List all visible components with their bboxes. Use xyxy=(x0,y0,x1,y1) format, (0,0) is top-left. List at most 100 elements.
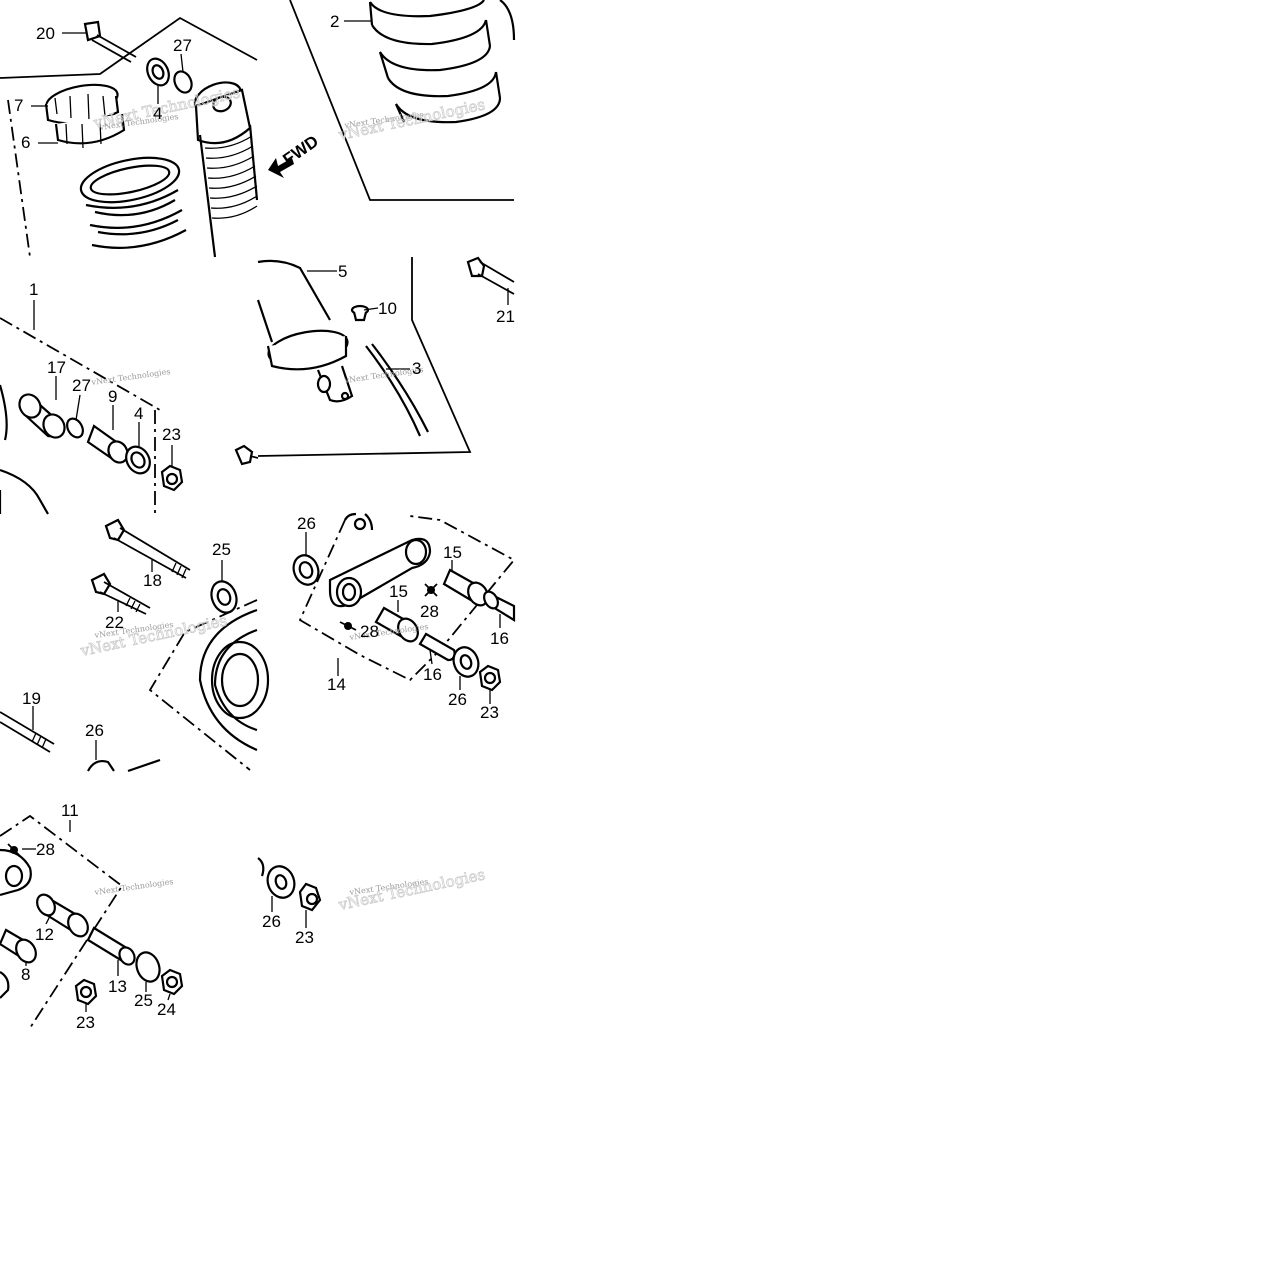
bush-15-left xyxy=(374,606,419,643)
collar-13 xyxy=(86,926,136,966)
callout-label: 16 xyxy=(490,629,509,648)
bearing-26-right xyxy=(452,646,480,678)
callout-label: 18 xyxy=(143,571,162,590)
grease-fitting-28-lower xyxy=(7,843,21,857)
frame-outline-mid xyxy=(257,257,472,457)
callout-labels: 20 27 4 7 6 2 5 10 21 1 17 27 9 4 23 3 1… xyxy=(14,12,515,1032)
callout-label: 14 xyxy=(327,675,346,694)
tile-row2-mid xyxy=(234,256,515,466)
bolt-19 xyxy=(0,711,55,753)
bush-12 xyxy=(36,893,89,938)
callout-label: 26 xyxy=(448,690,467,709)
watermark-text: vNext Technologies xyxy=(90,367,171,387)
watermarks: vNext Technologies vNext Technologies vN… xyxy=(78,83,487,915)
bearing-26-mid xyxy=(87,759,115,772)
callout-label: 13 xyxy=(108,977,127,996)
swingarm-pivot xyxy=(148,599,270,771)
bush-9 xyxy=(86,424,129,464)
callout-label: 22 xyxy=(105,613,124,632)
callout-label: 5 xyxy=(338,262,347,281)
bearing-26-top xyxy=(292,554,320,586)
callout-label: 26 xyxy=(297,514,316,533)
nut-23-far xyxy=(298,882,322,912)
callout-label: 6 xyxy=(21,133,30,152)
forward-label: FWD xyxy=(279,132,322,170)
bearing-25 xyxy=(210,580,238,614)
oring-27-lower xyxy=(66,417,84,439)
collar-16-left xyxy=(418,632,456,662)
watermark-text: vNext Technologies xyxy=(93,877,174,897)
assembly-boundary xyxy=(7,99,31,258)
callout-label: 15 xyxy=(443,543,462,562)
callout-label: 10 xyxy=(378,299,397,318)
callout-label: 25 xyxy=(134,991,153,1010)
callout-label: 19 xyxy=(22,689,41,708)
callout-label: 7 xyxy=(14,96,23,115)
frame-outline xyxy=(0,16,258,79)
callout-label: 21 xyxy=(496,307,515,326)
callout-label: 4 xyxy=(153,104,162,123)
bolt-20 xyxy=(83,20,137,63)
oring-27 xyxy=(173,70,193,94)
grease-fitting-28-left xyxy=(339,621,357,631)
callout-label: 4 xyxy=(134,404,143,423)
tile-row4-mid xyxy=(257,857,322,928)
spring-upper-coil xyxy=(79,156,187,249)
linkage-arm-14 xyxy=(328,537,432,608)
callout-label: 26 xyxy=(85,721,104,740)
shock-absorber-body xyxy=(256,259,354,403)
bolt-lower xyxy=(234,444,259,466)
bolt-10 xyxy=(350,304,370,322)
bolt-21 xyxy=(466,256,515,295)
partial-nut-top xyxy=(344,512,374,531)
callout-label: 9 xyxy=(108,387,117,406)
nut-23-lower xyxy=(74,978,98,1006)
callout-label: 27 xyxy=(173,36,192,55)
bearing-26-lower xyxy=(266,865,296,899)
lock-nut-6 xyxy=(54,113,126,149)
collar-17 xyxy=(18,393,66,439)
grease-fitting-28-right xyxy=(424,583,438,597)
callout-label: 11 xyxy=(61,801,79,820)
tile-top-right xyxy=(289,0,516,201)
tile-row2-left xyxy=(0,300,184,515)
callout-label: 23 xyxy=(162,425,181,444)
callout-label: 27 xyxy=(72,376,91,395)
callout-label: 16 xyxy=(423,665,442,684)
callout-label: 26 xyxy=(262,912,281,931)
boundary-row2 xyxy=(0,317,161,411)
shock-absorber-top xyxy=(193,81,259,258)
callout-label: 23 xyxy=(76,1013,95,1032)
callout-label: 2 xyxy=(330,12,339,31)
callout-label: 1 xyxy=(29,280,38,299)
bolt-18 xyxy=(104,518,191,579)
collar-16-right xyxy=(483,590,516,622)
callout-label: 24 xyxy=(157,1000,176,1019)
tile-row3-left xyxy=(0,518,270,773)
nut-23-right xyxy=(478,664,502,692)
bush-8 xyxy=(0,928,37,964)
callout-label: 3 xyxy=(412,359,421,378)
callout-label: 8 xyxy=(21,965,30,984)
breather-tube-3 xyxy=(365,343,429,437)
nut-24 xyxy=(160,968,184,996)
linkage-boundary xyxy=(298,515,516,682)
bush-15-right xyxy=(442,568,489,607)
tile-row4-left xyxy=(0,814,184,1029)
lock-nut-7 xyxy=(44,83,120,125)
callout-label: 15 xyxy=(389,582,408,601)
callout-label: 23 xyxy=(480,703,499,722)
callout-label: 28 xyxy=(36,840,55,859)
nut-23 xyxy=(160,464,184,492)
callout-label: 25 xyxy=(212,540,231,559)
callout-label: 20 xyxy=(36,24,55,43)
callout-label: 23 xyxy=(295,928,314,947)
callout-label: 17 xyxy=(47,358,66,377)
forward-arrow-icon: FWD xyxy=(268,132,322,178)
callout-label: 28 xyxy=(360,622,379,641)
bolt-22 xyxy=(90,572,151,615)
cushion-arm-11 xyxy=(0,848,32,897)
tile-top-left: FWD xyxy=(0,16,322,258)
frame-outline-right xyxy=(289,0,514,201)
